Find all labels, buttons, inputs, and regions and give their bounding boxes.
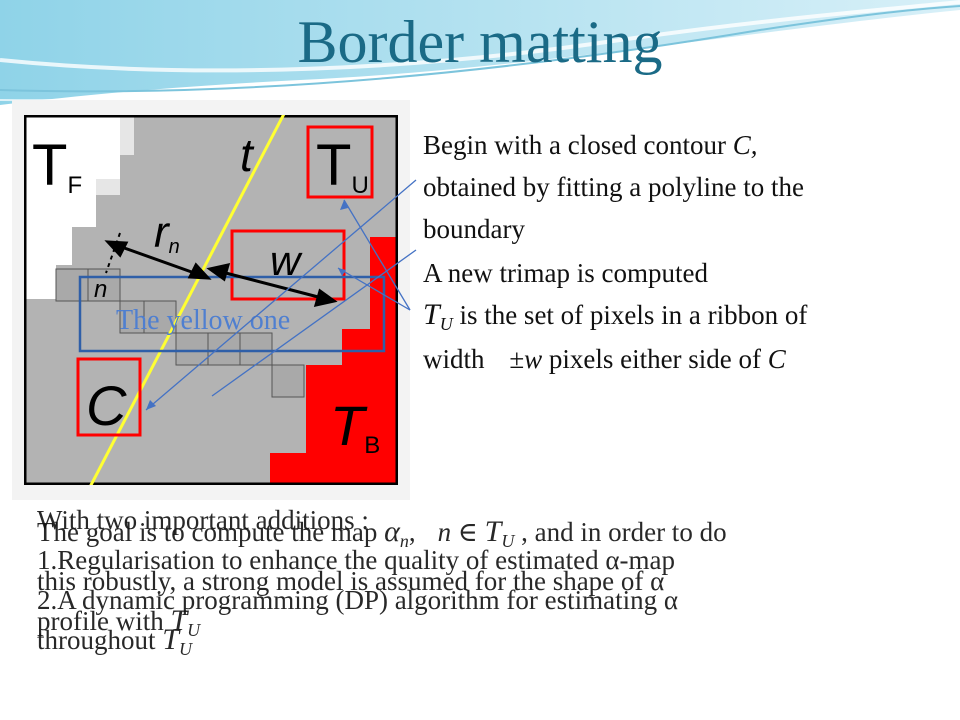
right-text-line4: A new trimap is computed [423,258,708,288]
slide-title: Border matting [297,9,663,75]
additions-line4: throughout TU [37,623,192,659]
goal-line3: profile with TU [37,604,201,640]
tf-label: TF [32,133,82,199]
right-text-line2: obtained by fitting a polyline to the [423,172,804,202]
additions-line3: 2.A dynamic programming (DP) algorithm f… [37,585,679,615]
goal-line1: The goal is to compute the map αn,n ∈ TU… [37,515,727,551]
right-text-line6: width ±w pixels either side of C [423,344,786,374]
foreground-region [24,115,120,299]
n-label: n [94,276,107,303]
c-label: C [86,374,127,437]
right-text-line1: Begin with a closed contour C, [423,130,758,160]
right-text-line3: boundary [423,214,525,244]
goal-line2: this robustly, a strong model is assumed… [37,566,665,596]
right-text-line5: TU is the set of pixels in a ribbon of [423,298,808,334]
additions-text-block: With two important additions : 1.Regular… [37,500,678,669]
additions-line1: With two important additions : [37,505,369,535]
yellow-note-label: The yellow one [116,305,290,336]
t-label: t [240,129,255,181]
additions-line2: 1.Regularisation to enhance the quality … [37,545,675,575]
background-region [270,237,398,485]
c-red-box [76,357,142,437]
normal-dashed-line [105,232,121,274]
goal-text-block: The goal is to compute the map αn,n ∈ TU… [37,512,727,650]
border-matting-diagram: TF t TU rn w n The yellow one C TB [24,115,398,485]
w-label: w [270,237,303,284]
header-wave-background [0,0,960,105]
